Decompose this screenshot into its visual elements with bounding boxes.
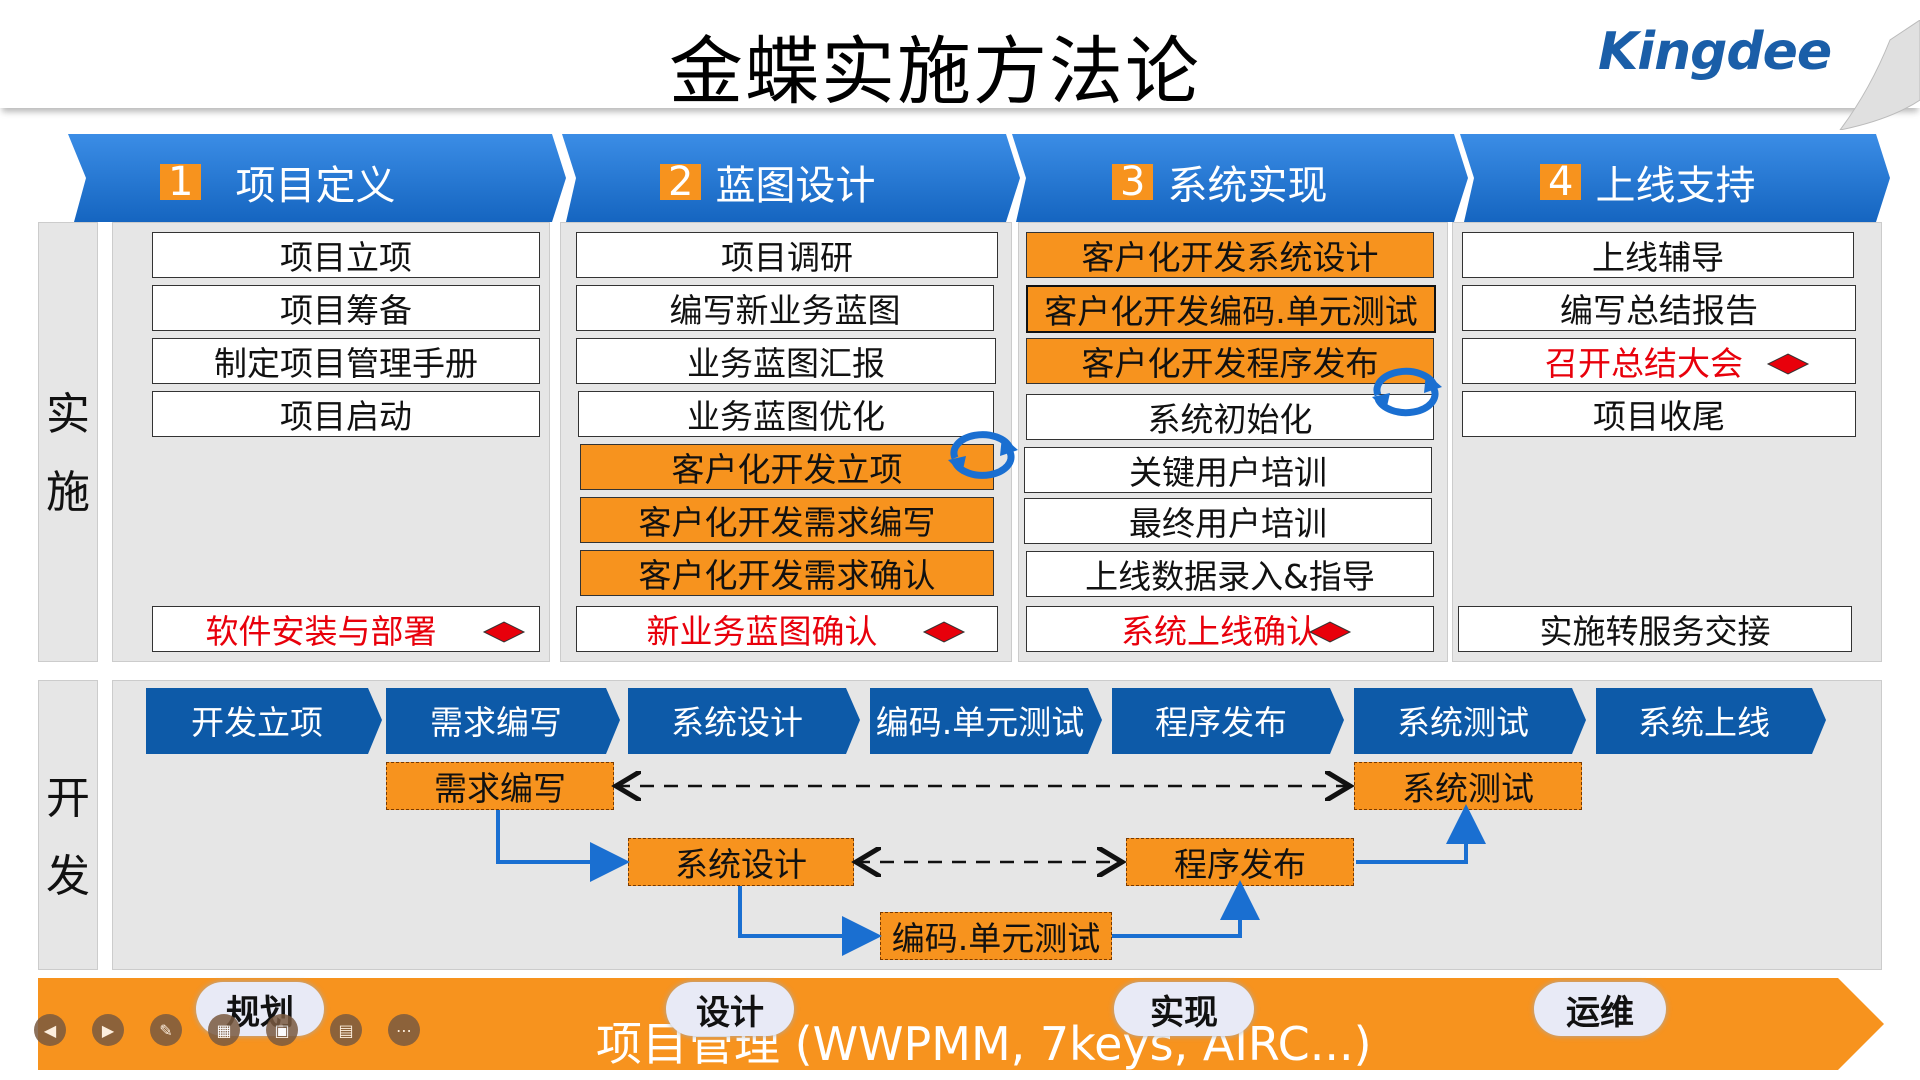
task-go-live-coaching: 上线辅导 [1462,232,1854,278]
task-custom-dev-initiation: 客户化开发立项 [580,444,994,490]
flow-coding: 编码.单元测试 [880,912,1112,960]
dev-chevron-5 [1112,688,1344,754]
dev-chevron-3 [628,688,860,754]
dev-step-design: 系统设计 [671,703,803,742]
phase-oval-implement: 实现 [1114,982,1254,1036]
dev-flow-connectors [496,0,1486,956]
dev-step-initiation: 开发立项 [191,703,323,742]
comment-icon[interactable]: ▤ [330,1014,362,1046]
milestone-diamond-icon [1766,353,1810,375]
cycle-icon [948,431,1018,479]
implement-side-panel [38,222,98,662]
task-custom-dev-design: 客户化开发系统设计 [1026,232,1434,278]
milestone-service-handover: 实施转服务交接 [1458,606,1852,652]
phase-2-arrow [562,134,1020,222]
task-summary-report: 编写总结报告 [1462,285,1856,331]
dev-chevron-7 [1596,688,1826,754]
task-blueprint-optimize: 业务蓝图优化 [578,391,994,437]
task-end-user-training: 最终用户培训 [1024,498,1432,544]
more-icon[interactable]: ⋯ [388,1014,420,1046]
task-management-manual: 制定项目管理手册 [152,338,540,384]
task-write-blueprint: 编写新业务蓝图 [576,285,994,331]
dev-step-coding: 编码.单元测试 [875,703,1085,742]
flow-arrow [496,810,630,882]
dev-chevrons [146,688,1826,754]
flow-testing: 系统测试 [1354,762,1582,810]
pen-icon[interactable]: ✎ [150,1014,182,1046]
develop-side-panel [38,680,98,970]
task-custom-dev-release: 客户化开发程序发布 [1026,338,1434,384]
phase-3-arrow [1012,134,1468,222]
task-project-initiation: 项目立项 [152,232,540,278]
flow-arrow [1356,804,1486,864]
dev-step-go-live: 系统上线 [1638,703,1770,742]
milestone-software-install: 软件安装与部署 [152,606,540,652]
task-system-init: 系统初始化 [1026,394,1434,440]
milestone-diamond-icon [1308,621,1352,643]
phase-1-arrow [68,134,566,222]
develop-side-label: 开发 [46,773,90,902]
task-project-research: 项目调研 [576,232,998,278]
dev-step-requirements: 需求编写 [430,703,562,742]
task-key-user-training: 关键用户培训 [1024,447,1432,493]
dev-step-release: 程序发布 [1155,703,1287,742]
dev-chevron-6 [1354,688,1586,754]
task-blueprint-report: 业务蓝图汇报 [576,338,996,384]
camera-icon[interactable]: ▣ [266,1014,298,1046]
flow-requirements: 需求编写 [386,762,614,810]
play-icon[interactable]: ▶ [92,1014,124,1046]
milestone-go-live-confirm: 系统上线确认 [1026,606,1434,652]
phase-oval-operation: 运维 [1534,982,1666,1036]
milestone-diamond-icon [922,621,966,643]
project-management-arrow [38,978,1884,1070]
title-bar [0,0,1920,108]
grid-icon[interactable]: ▦ [208,1014,240,1046]
phase-header [68,134,1890,222]
phase-oval-design: 设计 [666,982,794,1036]
prev-icon[interactable]: ◀ [34,1014,66,1046]
task-custom-dev-coding: 客户化开发编码.单元测试 [1026,285,1436,333]
flow-arrow [738,886,882,956]
dev-chevron-2 [386,688,620,754]
implement-side-label: 实施 [46,389,90,518]
implement-overlays [482,353,1810,643]
page-curl-icon [1839,20,1920,130]
dev-chevron-1 [146,688,382,754]
milestone-diamond-icon [482,621,526,643]
dev-chevron-4 [870,688,1102,754]
flow-arrow [1112,880,1260,938]
dev-step-testing: 系统测试 [1397,703,1529,742]
task-project-closure: 项目收尾 [1462,391,1856,437]
phase-4-arrow [1460,134,1890,222]
task-custom-dev-requirements: 客户化开发需求编写 [580,497,994,543]
flow-design: 系统设计 [628,838,854,886]
task-project-preparation: 项目筹备 [152,285,540,331]
task-data-entry: 上线数据录入&指导 [1026,551,1434,597]
task-custom-dev-confirmation: 客户化开发需求确认 [580,550,994,596]
milestone-blueprint-confirm: 新业务蓝图确认 [576,606,998,652]
page-title: 金蝶实施方法论 [669,29,1201,115]
task-project-kickoff: 项目启动 [152,391,540,437]
cycle-icon [1372,367,1442,417]
kingdee-logo: Kingdee [1598,22,1832,82]
